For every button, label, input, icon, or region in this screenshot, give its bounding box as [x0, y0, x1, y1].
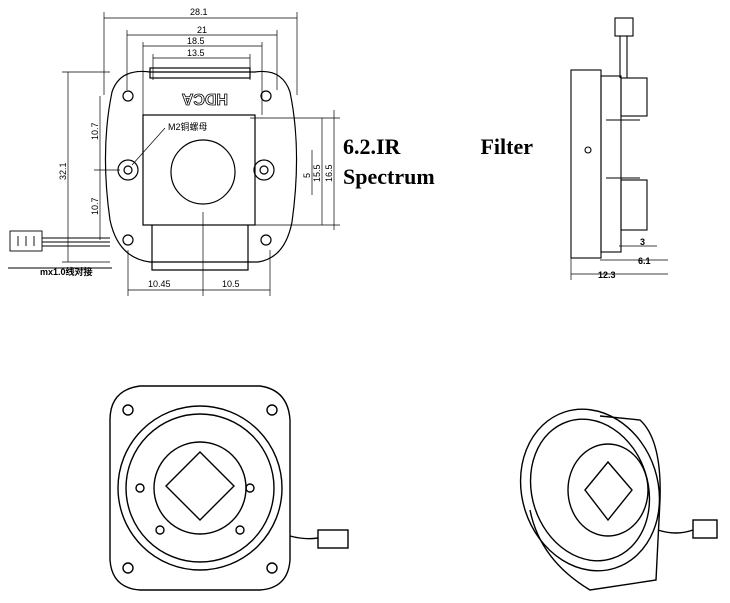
screw-hole-bl [122, 234, 134, 246]
screw-hole-tr [260, 90, 272, 102]
dim-right-5: 5 [302, 173, 312, 178]
nut-label: M2铜螺母 [168, 121, 208, 132]
dim-side-3: 3 [640, 237, 645, 247]
mount-hole-left [117, 159, 139, 181]
screw-hole-tl [122, 90, 134, 102]
title-section-number: 6.2.IR [343, 134, 401, 159]
product-perspective-render [519, 408, 718, 591]
dim-side-6-1: 6.1 [638, 256, 651, 266]
connector-cable [8, 230, 112, 269]
dim-overall-width: 28.1 [190, 7, 208, 17]
inner-frame [142, 114, 256, 226]
dim-height-32-1: 32.1 [58, 162, 68, 180]
cable-label: mx1.0线对接 [40, 266, 93, 277]
plate-outline [104, 70, 298, 263]
dim-side-12-3: 12.3 [598, 270, 616, 280]
mount-hole-right [253, 159, 275, 181]
section-title: 6.2.IR Filter Spectrum [343, 132, 533, 192]
front-view [8, 12, 340, 296]
product-front-connector [317, 529, 349, 549]
dim-right-16-5: 16.5 [324, 164, 334, 182]
dim-bottom-left: 10.45 [148, 279, 171, 289]
side-connector [614, 17, 634, 37]
screw-hole-br [260, 234, 272, 246]
top-slot [149, 67, 251, 79]
dim-width-13-5: 13.5 [187, 48, 205, 58]
dim-upper-10-7: 10.7 [90, 122, 100, 140]
title-word-filter: Filter [480, 134, 533, 159]
title-word-spectrum: Spectrum [343, 164, 435, 189]
product-perspective-connector [692, 519, 718, 539]
dim-right-15-5: 15.5 [312, 164, 322, 182]
product-front-render [109, 385, 349, 591]
side-view [570, 17, 668, 280]
dim-bottom-right: 10.5 [222, 279, 240, 289]
lens-hole [170, 139, 236, 205]
connector-plug [9, 230, 43, 252]
dim-width-21: 21 [197, 25, 207, 35]
bottom-tab [151, 225, 249, 271]
dim-lower-10-7: 10.7 [90, 197, 100, 215]
logo-text: HDCA [181, 90, 228, 107]
dim-width-18-5: 18.5 [187, 36, 205, 46]
